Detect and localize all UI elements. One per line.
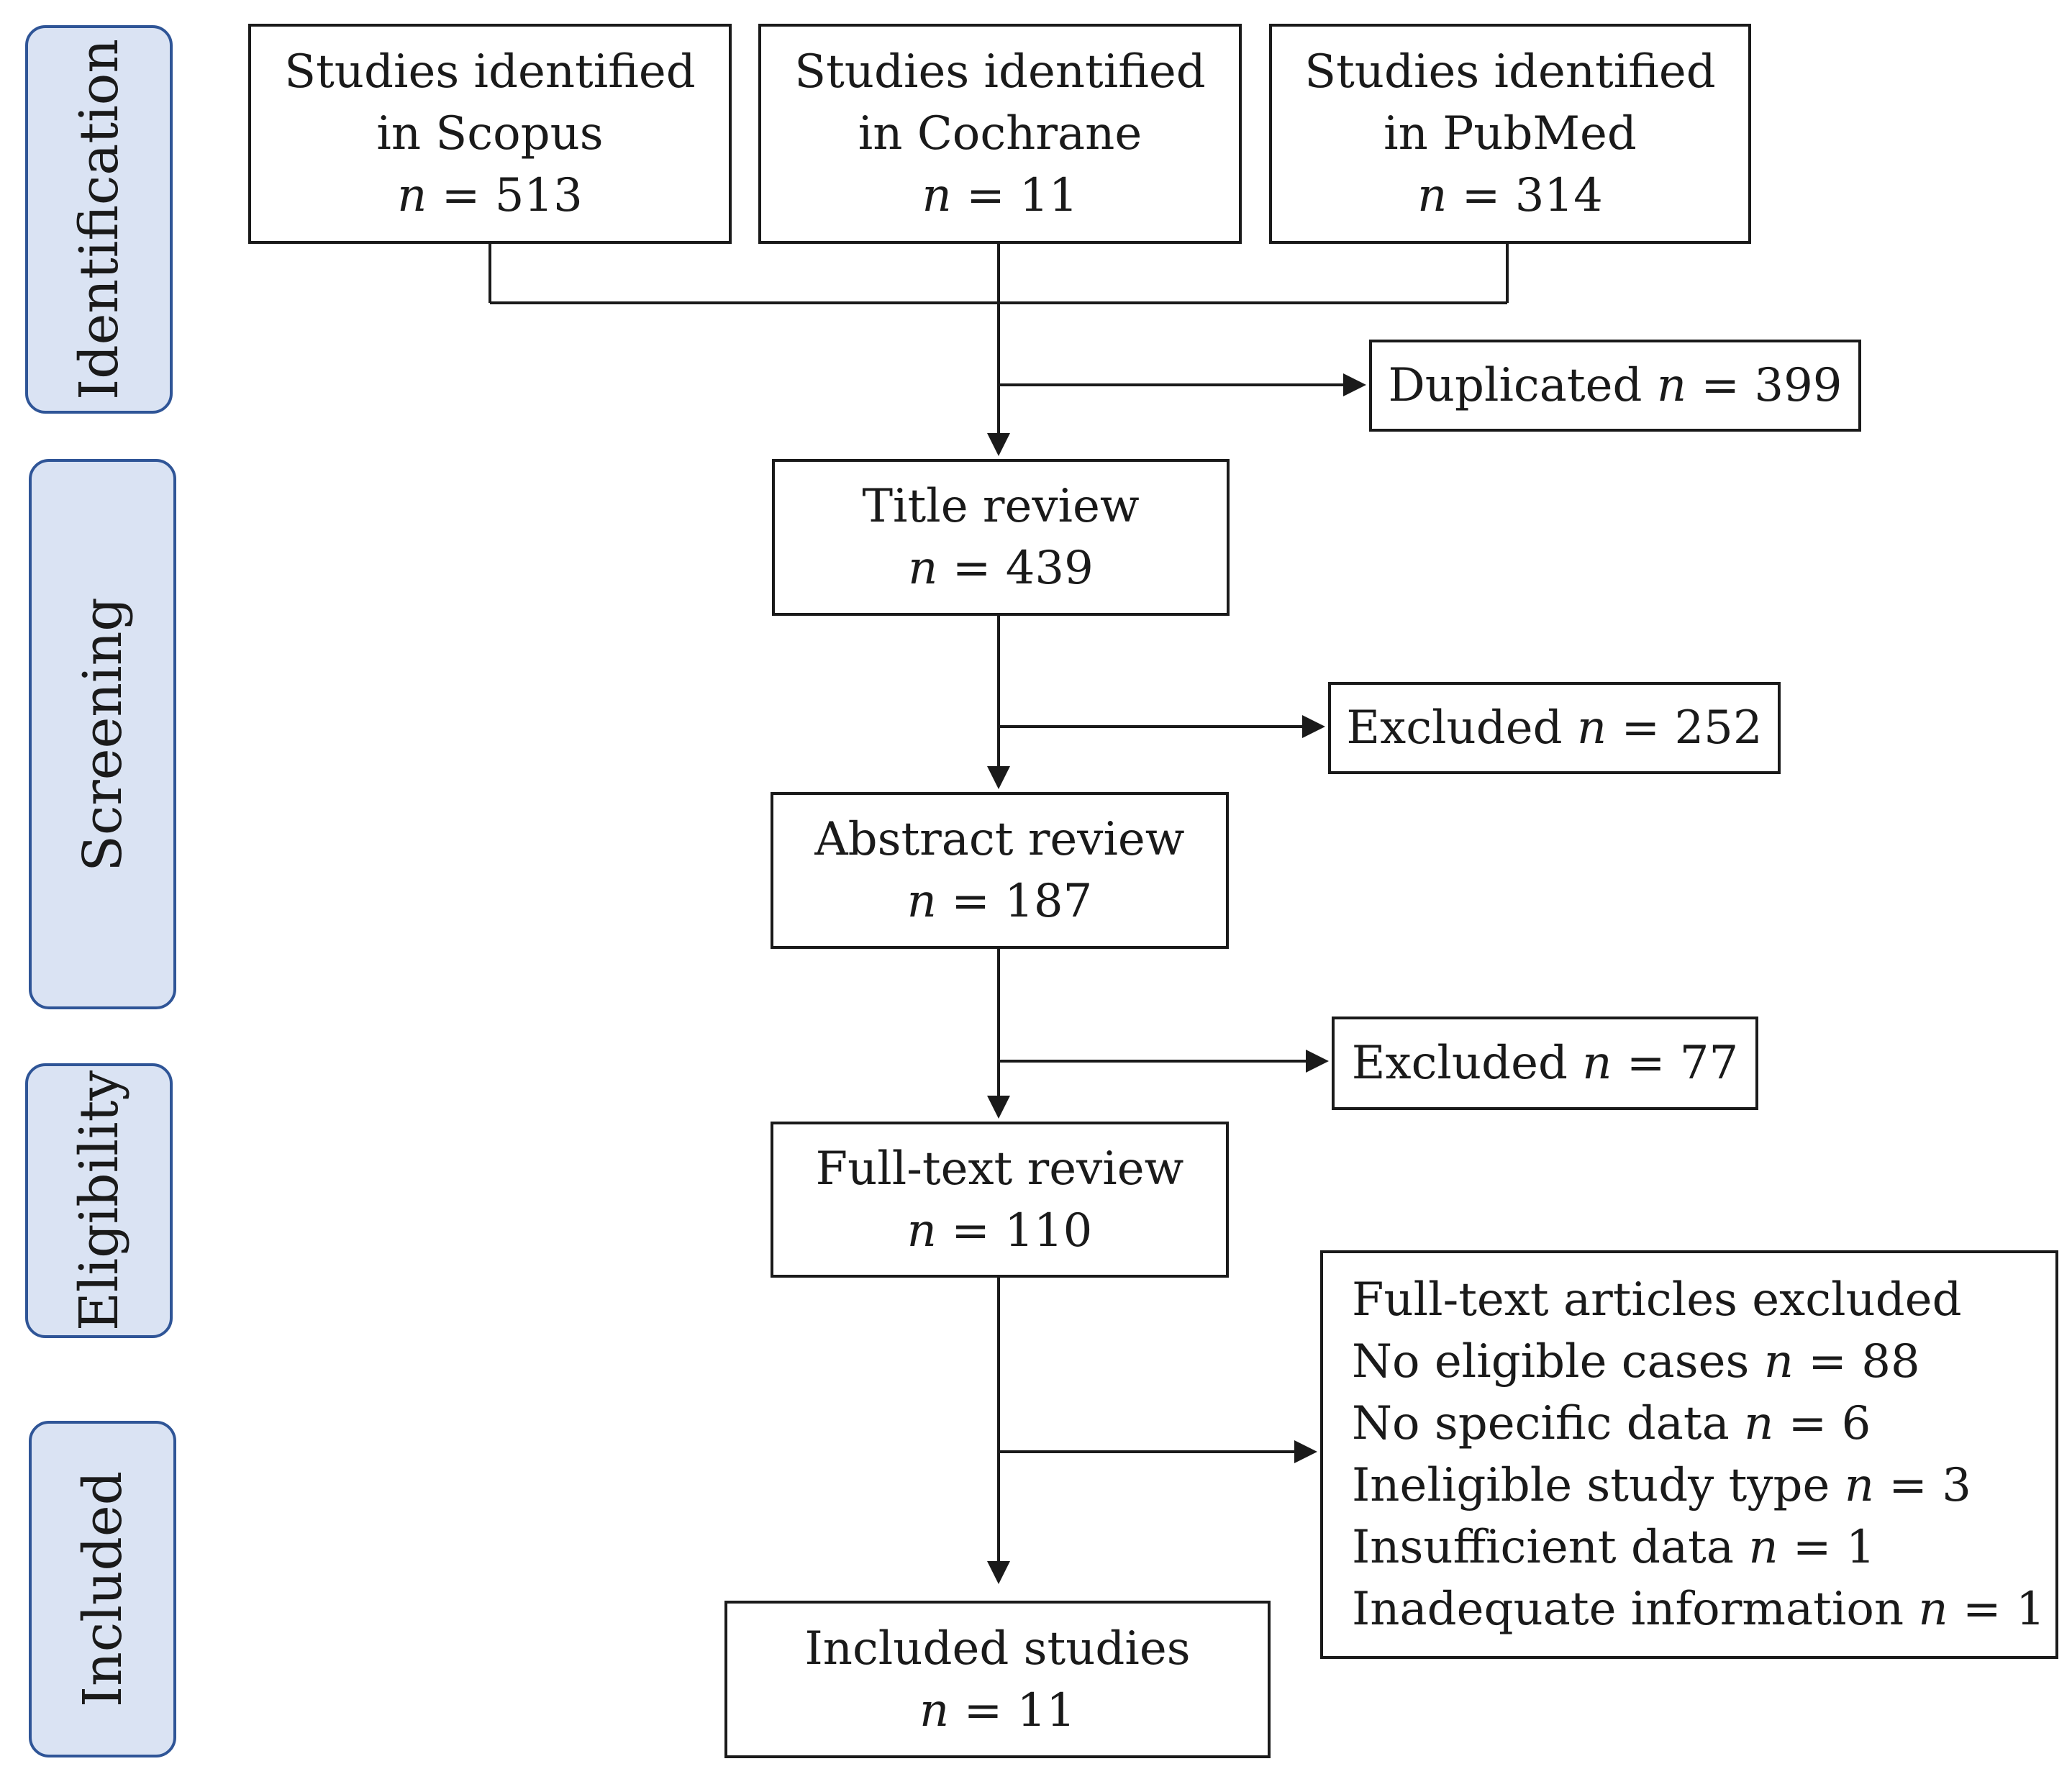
phase-screening: Screening xyxy=(29,459,176,1009)
fulltext-excluded-box: Full-text articles excluded No eligible … xyxy=(1320,1250,2058,1659)
exclusion-reason-item: No specific data n = 6 xyxy=(1352,1393,1871,1455)
duplicated-count: = 399 xyxy=(1686,359,1842,412)
n-symbol: n xyxy=(906,875,937,928)
exclusion-reason-label: No eligible cases xyxy=(1352,1335,1764,1388)
source-scopus-line2: in Scopus xyxy=(376,107,604,160)
excluded-abstract-box: Excluded n = 77 xyxy=(1332,1017,1758,1110)
phase-included-label: Included xyxy=(71,1470,134,1708)
source-scopus-count: n = 513 xyxy=(397,165,583,227)
title-review-label: Title review xyxy=(862,480,1140,533)
n-symbol: n xyxy=(397,169,427,222)
abstract-review-count: n = 187 xyxy=(907,870,1093,932)
phase-included: Included xyxy=(29,1421,176,1757)
n-symbol: n xyxy=(906,1204,937,1258)
duplicated-box: Duplicated n = 399 xyxy=(1369,340,1861,432)
source-pubmed-line2: in PubMed xyxy=(1383,107,1637,160)
source-pubmed-line1: Studies identified xyxy=(1304,45,1716,99)
phase-screening-label: Screening xyxy=(71,596,134,872)
excluded-title-label: Excluded xyxy=(1346,701,1577,755)
source-pubmed-box: Studies identified in PubMed n = 314 xyxy=(1269,24,1751,244)
n-symbol: n xyxy=(919,1683,950,1737)
n-symbol: n xyxy=(1918,1583,1948,1636)
n-symbol: n xyxy=(1417,169,1448,222)
excluded-title-count: = 252 xyxy=(1607,701,1763,755)
exclusion-reason-count: = 1 xyxy=(1948,1583,2045,1636)
source-cochrane-box: Studies identified in Cochrane n = 11 xyxy=(758,24,1242,244)
excluded-abstract-text: Excluded n = 77 xyxy=(1352,1032,1738,1094)
excluded-title-box: Excluded n = 252 xyxy=(1328,682,1781,774)
phase-identification: Identification xyxy=(25,25,173,414)
source-pubmed-count-value: = 314 xyxy=(1447,169,1603,222)
phase-identification-label: Identification xyxy=(68,39,130,400)
exclusion-reason-label: No specific data xyxy=(1352,1397,1745,1450)
fulltext-excluded-heading: Full-text articles excluded xyxy=(1352,1273,1962,1327)
exclusion-reason-item: Insufficient data n = 1 xyxy=(1352,1516,1876,1578)
phase-eligibility: Eligibility xyxy=(25,1063,173,1338)
exclusion-reason-count: = 88 xyxy=(1793,1335,1920,1388)
abstract-review-count-value: = 187 xyxy=(936,875,1093,928)
fulltext-review-label: Full-text review xyxy=(815,1142,1184,1196)
included-studies-count: n = 11 xyxy=(919,1680,1076,1742)
n-symbol: n xyxy=(1576,701,1607,755)
title-review-count: n = 439 xyxy=(908,537,1094,599)
excluded-abstract-label: Excluded xyxy=(1351,1037,1583,1090)
exclusion-reason-label: Inadequate information xyxy=(1352,1583,1919,1636)
exclusion-reason-label: Ineligible study type xyxy=(1352,1459,1845,1512)
n-symbol: n xyxy=(1582,1037,1612,1090)
exclusion-reason-count: = 3 xyxy=(1873,1459,1971,1512)
duplicated-label: Duplicated xyxy=(1388,359,1657,412)
n-symbol: n xyxy=(1844,1459,1874,1512)
excluded-abstract-count: = 77 xyxy=(1612,1037,1739,1090)
title-review-count-value: = 439 xyxy=(937,542,1094,595)
n-symbol: n xyxy=(1748,1521,1778,1574)
excluded-title-text: Excluded n = 252 xyxy=(1346,697,1762,759)
exclusion-reason-item: No eligible cases n = 88 xyxy=(1352,1331,1920,1393)
exclusion-reason-item: Ineligible study type n = 3 xyxy=(1352,1455,1971,1516)
exclusion-reason-count: = 1 xyxy=(1778,1521,1876,1574)
included-studies-box: Included studies n = 11 xyxy=(724,1601,1271,1758)
abstract-review-label: Abstract review xyxy=(814,813,1185,866)
exclusion-reason-item: Inadequate information n = 1 xyxy=(1352,1578,2045,1640)
source-pubmed-count: n = 314 xyxy=(1417,165,1603,227)
fulltext-review-box: Full-text review n = 110 xyxy=(771,1122,1229,1278)
included-studies-label: Included studies xyxy=(804,1622,1191,1675)
exclusion-reason-count: = 6 xyxy=(1773,1397,1871,1450)
source-scopus-box: Studies identified in Scopus n = 513 xyxy=(248,24,732,244)
source-scopus-line1: Studies identified xyxy=(284,45,696,99)
n-symbol: n xyxy=(1763,1335,1794,1388)
n-symbol: n xyxy=(908,542,938,595)
fulltext-review-count: n = 110 xyxy=(907,1200,1093,1262)
source-cochrane-count: n = 11 xyxy=(922,165,1078,227)
n-symbol: n xyxy=(1656,359,1687,412)
fulltext-review-count-value: = 110 xyxy=(936,1204,1093,1258)
title-review-box: Title review n = 439 xyxy=(772,459,1230,616)
phase-eligibility-label: Eligibility xyxy=(68,1070,130,1332)
source-scopus-count-value: = 513 xyxy=(427,169,583,222)
source-cochrane-count-value: = 11 xyxy=(951,169,1078,222)
included-studies-count-value: = 11 xyxy=(949,1683,1076,1737)
source-cochrane-line1: Studies identified xyxy=(794,45,1206,99)
exclusion-reason-label: Insufficient data xyxy=(1352,1521,1749,1574)
n-symbol: n xyxy=(1744,1397,1774,1450)
duplicated-text: Duplicated n = 399 xyxy=(1388,355,1842,417)
abstract-review-box: Abstract review n = 187 xyxy=(771,792,1229,949)
n-symbol: n xyxy=(922,169,952,222)
source-cochrane-line2: in Cochrane xyxy=(858,107,1142,160)
